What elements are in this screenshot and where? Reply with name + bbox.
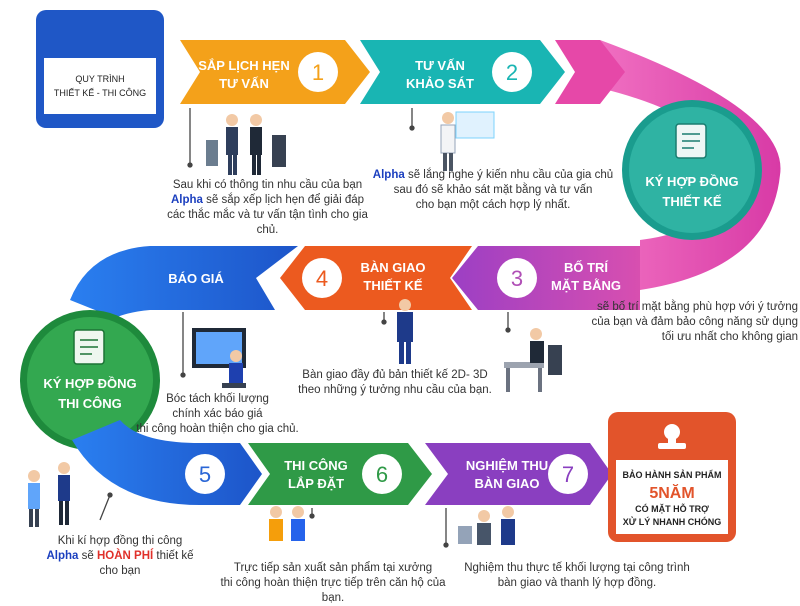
brand-name: Alpha (46, 550, 79, 562)
step-6-arrow: THI CÔNG LẮP ĐẶT 6 (248, 443, 432, 505)
step-3-arrow: 3 BỐ TRÍ MẶT BẰNG (452, 246, 640, 310)
step-2-number: 2 (506, 60, 518, 85)
desc-step-3: sẽ bố trí mặt bằng phù hợp với ý tưởng c… (558, 300, 798, 345)
step-6-number: 6 (376, 462, 388, 487)
title-card-line2: THIẾT KẾ - THI CÔNG (54, 88, 146, 98)
refund-highlight: HOÀN PHÍ (96, 550, 154, 562)
step-6-label-line1: THI CÔNG (284, 458, 348, 473)
step-3-number: 3 (511, 266, 523, 291)
build-contract-line1: KÝ HỢP ĐỒNG (43, 376, 136, 391)
desc-step-1-line2: sẽ sắp xếp lịch hẹn để giải đáp (202, 194, 365, 206)
stamp-icon (658, 424, 686, 449)
step-7-label-line2: BÀN GIAO (475, 476, 540, 491)
desc-quote-line2: chính xác báo giá (172, 408, 263, 420)
desc-step-7-line1: Nghiệm thu thực tế khối lượng tại công t… (464, 562, 690, 574)
blueprint-illustration (440, 111, 495, 171)
build-contract-circle: KÝ HỢP ĐỒNG THI CÔNG (20, 310, 160, 450)
desc-quote-line3: thi công hoàn thiện cho gia chủ. (136, 423, 299, 435)
desc-step-4-line1: Bàn giao đầy đủ bản thiết kế 2D- 3D (302, 369, 488, 381)
step-2-arrow: TƯ VẤN KHẢO SÁT 2 (360, 40, 565, 104)
desc-step-6-line2: thi công hoàn thiện trực tiếp trên căn h… (220, 577, 446, 604)
warranty-line3: XỬ LÝ NHANH CHÓNG (623, 516, 721, 527)
desc-quote: Bóc tách khối lượng chính xác báo giá th… (130, 392, 305, 437)
brand-name: Alpha (170, 194, 203, 206)
step-2-number-circle (492, 52, 532, 92)
two-men-illustration (28, 462, 70, 527)
desc-step-5-line1: Khi kí hợp đồng thi công (57, 535, 183, 547)
title-card: QUY TRÌNH THIẾT KẾ - THI CÔNG (36, 10, 164, 128)
desc-step-2-line3: cho bạn một cách hợp lý nhất. (415, 199, 571, 211)
step-5-arrow: 5 (185, 454, 225, 494)
desc-step-5-line2b: thiết kế (153, 550, 194, 562)
step-3-number-circle (497, 258, 537, 298)
design-contract-line2: THIẾT KẾ (662, 194, 722, 209)
warranty-card: BẢO HÀNH SẢN PHẨM 5NĂM CÓ MẶT HỖ TRỢ XỬ … (608, 412, 736, 542)
desc-step-7: Nghiệm thu thực tế khối lượng tại công t… (452, 561, 702, 591)
desc-step-4-line2: theo những ý tưởng nhu cầu của bạn. (298, 384, 492, 396)
step-7-label-line1: NGHIỆM THU (466, 458, 548, 473)
step-1-label-line1: SẮP LỊCH HẸN (198, 58, 290, 73)
desc-quote-line1: Bóc tách khối lượng (166, 393, 269, 405)
brand-name: Alpha (372, 169, 405, 181)
step-4-number: 4 (316, 266, 328, 291)
office-desk-illustration (504, 328, 562, 392)
quote-arrow: BÁO GIÁ (70, 246, 298, 318)
step-2-label-line2: KHẢO SÁT (406, 76, 474, 91)
step-5-number-circle (185, 454, 225, 494)
warranty-line2: CÓ MẶT HỖ TRỢ (635, 503, 709, 514)
step-3-label-line2: MẶT BẰNG (551, 278, 621, 293)
step-7-arrow: NGHIỆM THU BÀN GIAO 7 (425, 443, 612, 505)
desc-step-2-line2: sau đó sẽ khảo sát mặt bằng và tư vấn (393, 184, 593, 196)
handshake-illustration (206, 114, 286, 175)
step-4-label-line1: BÀN GIAO (361, 260, 426, 275)
step-4-number-circle (302, 258, 342, 298)
desc-step-1-line1: Sau khi có thông tin nhu cầu của bạn (172, 179, 363, 191)
build-contract-line2: THI CÔNG (58, 396, 122, 411)
inspection-illustration (458, 506, 515, 545)
design-contract-circle: KÝ HỢP ĐỒNG THIẾT KẾ (622, 100, 762, 240)
step-5-number: 5 (199, 462, 211, 487)
step-7-number: 7 (562, 462, 574, 487)
desc-step-4: Bàn giao đầy đủ bản thiết kế 2D- 3D theo… (290, 368, 500, 398)
desc-step-5-line3: cho bạn (99, 565, 141, 577)
desc-step-5-line2a: sẽ (78, 550, 97, 562)
desc-step-7-line2: bàn giao và thanh lý hợp đồng. (497, 577, 657, 589)
step-4-arrow: 4 BÀN GIAO THIẾT KẾ (280, 246, 472, 310)
step-2-label-line1: TƯ VẤN (415, 58, 465, 73)
step-1-number-circle (298, 52, 338, 92)
step-1-number: 1 (312, 60, 324, 85)
connector-pins (99, 108, 511, 548)
step-4-label-line2: THIẾT KẾ (363, 278, 423, 293)
desc-step-3-line2: của bạn và đảm bảo công năng sử dụng (591, 316, 798, 328)
curve-right (600, 40, 781, 290)
workers-illustration (269, 506, 305, 541)
desc-step-6: Trực tiếp sản xuất sản phẩm tại xưởng th… (208, 561, 458, 606)
step-6-label-line2: LẮP ĐẶT (288, 476, 344, 491)
desc-step-5: Khi kí hợp đồng thi công Alpha sẽ HOÀN P… (30, 534, 210, 579)
desc-step-2-line1: sẽ lắng nghe ý kiến nhu cầu của gia chủ (404, 169, 614, 181)
warranty-line1: BẢO HÀNH SẢN PHẨM (623, 469, 722, 480)
step-3-label-line1: BỐ TRÍ (564, 260, 608, 275)
step-1-label-line2: TƯ VẤN (219, 76, 269, 91)
architect-illustration (397, 299, 413, 364)
desc-step-6-line1: Trực tiếp sản xuất sản phẩm tại xưởng (233, 562, 433, 574)
desc-step-1: Sau khi có thông tin nhu cầu của bạn Alp… (160, 178, 375, 238)
estimator-illustration (192, 328, 246, 388)
title-card-line1: QUY TRÌNH (75, 74, 124, 84)
design-contract-line1: KÝ HỢP ĐỒNG (645, 174, 738, 189)
step-pink-arrow (555, 40, 625, 104)
warranty-years: 5NĂM (649, 483, 694, 502)
desc-step-3-line1: sẽ bố trí mặt bằng phù hợp với ý tưởng (596, 301, 798, 313)
desc-step-2: Alpha sẽ lắng nghe ý kiến nhu cầu của gi… (368, 168, 618, 213)
step-1-arrow: SẮP LỊCH HẸN TƯ VẤN 1 (180, 40, 370, 104)
quote-label: BÁO GIÁ (168, 271, 224, 286)
step-6-number-circle (362, 454, 402, 494)
step-7-number-circle (548, 454, 588, 494)
desc-step-3-line3: tối ưu nhất cho không gian (661, 331, 798, 343)
desc-step-1-line3: các thắc mắc và tư vấn tận tình cho gia … (167, 209, 368, 236)
